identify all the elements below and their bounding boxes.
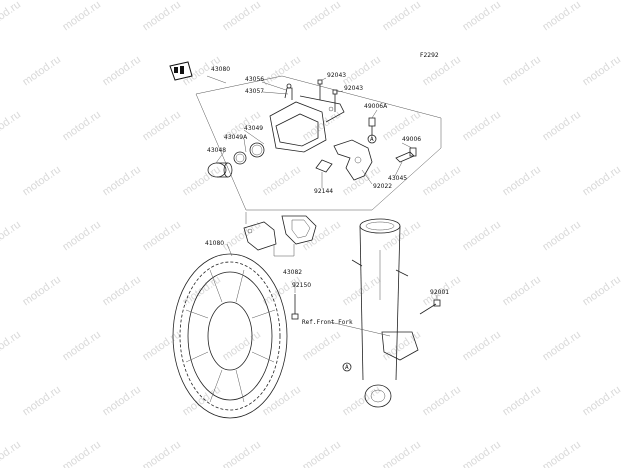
label-92022: 92022 — [373, 183, 392, 190]
label-49006a: 49006A — [364, 103, 388, 110]
label-43056: 43056 — [245, 76, 264, 83]
label-43057: 43057 — [245, 88, 264, 95]
bracket-43082 — [273, 244, 295, 257]
seal-piston — [233, 151, 247, 165]
label-92043-b: 92043 — [344, 85, 363, 92]
brake-disc — [172, 253, 288, 419]
disc-bolt — [291, 294, 299, 320]
brake-pads — [243, 215, 317, 251]
part-leaders — [215, 77, 438, 300]
label-49006: 49006 — [402, 136, 421, 143]
bolt-upper-2 — [332, 89, 338, 112]
svg-text:A: A — [370, 136, 374, 143]
label-43045: 43045 — [388, 175, 407, 182]
front-fork — [351, 218, 419, 408]
marker-a-upper: A — [367, 134, 377, 144]
bracket-bolt — [368, 117, 376, 136]
figure-code: F2292 — [420, 52, 439, 59]
label-92150: 92150 — [292, 282, 311, 289]
caliper-bolt — [395, 147, 417, 163]
label-43080: 43080 — [211, 66, 230, 73]
label-92043-a: 92043 — [327, 72, 346, 79]
label-92144: 92144 — [314, 188, 333, 195]
ref-leader — [329, 321, 391, 337]
marker-a-lower: A — [342, 362, 352, 372]
fork-bolt — [419, 299, 441, 315]
label-92001: 92001 — [430, 289, 449, 296]
ref-front-fork-label: Ref.Front Fork — [302, 319, 353, 326]
front-direction-icon — [169, 61, 193, 81]
leader-43080 — [206, 75, 227, 84]
seal-dust — [249, 142, 265, 158]
caliper-box-outline — [195, 75, 442, 211]
label-43049: 43049 — [244, 125, 263, 132]
svg-text:A: A — [345, 364, 349, 371]
label-43048: 43048 — [207, 147, 226, 154]
bolt-upper — [317, 79, 323, 100]
caliper-bracket — [315, 139, 373, 181]
label-43049a: 43049A — [224, 134, 248, 141]
label-41080: 41080 — [205, 240, 224, 247]
piston — [207, 162, 233, 178]
label-43082: 43082 — [283, 269, 302, 276]
